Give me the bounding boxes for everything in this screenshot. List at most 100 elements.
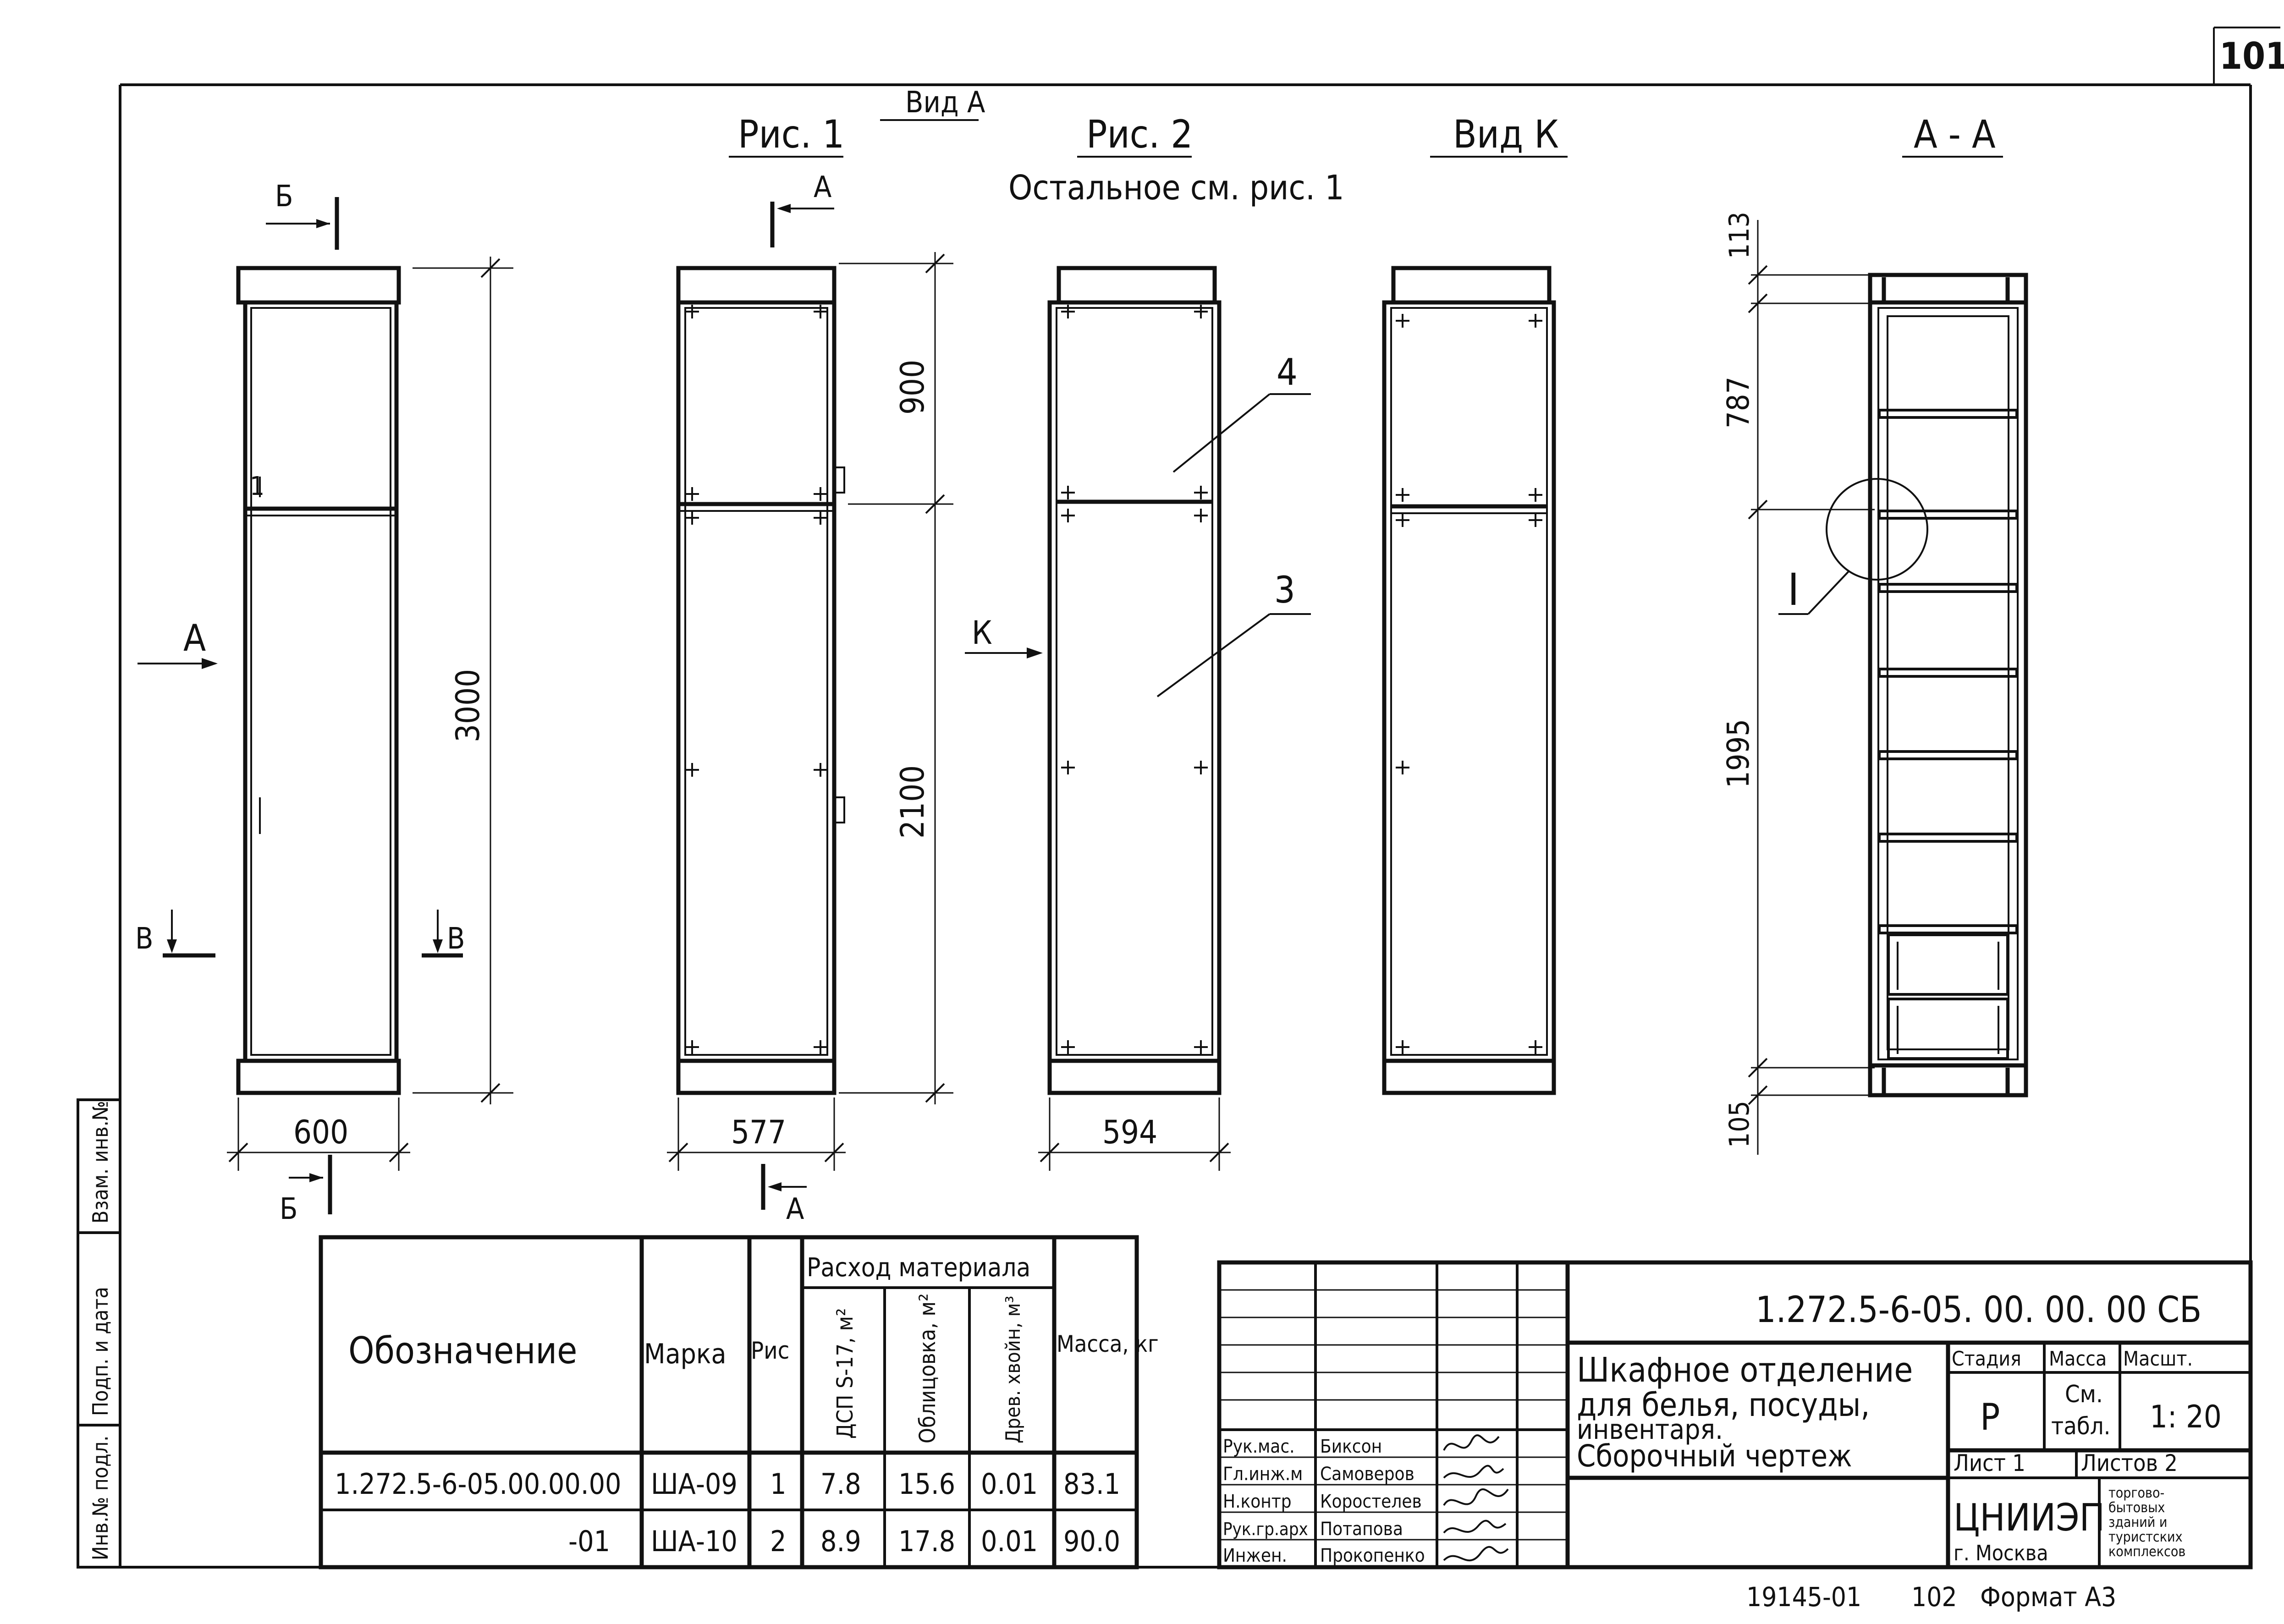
view-k-title: Вид К (1453, 112, 1559, 157)
detail-callout-circle (1778, 478, 1928, 615)
stage-value: Р (1980, 1396, 2000, 1438)
fig2-width-dimension (667, 1097, 846, 1171)
organization-name: ЦНИИЭП (1954, 1496, 2105, 1540)
title-line-3: инвентаря. (1577, 1414, 1723, 1446)
row1-designation: 1.272.5-6-05.00.00.00 (335, 1467, 622, 1501)
item-number-3: 3 (1274, 569, 1295, 611)
view-k-width-value: 594 (1102, 1114, 1157, 1151)
header-facing: Облицовка, м² (915, 1294, 941, 1443)
view-a-arrow-label: А (183, 617, 206, 659)
mass-value-2: табл. (2051, 1413, 2111, 1440)
row2-facing: 17.8 (898, 1525, 955, 1558)
leader-item-3 (1156, 613, 1311, 697)
cut-mark-a-top: А (814, 170, 831, 204)
mass-value-1: См. (2065, 1381, 2103, 1408)
section-top-value: 113 (1723, 212, 1756, 259)
section-aa-drawers (1887, 933, 2009, 1060)
header-fig: Рис (751, 1337, 789, 1365)
sheet-label: Лист 1 (1954, 1450, 2025, 1476)
row2-mass: 90.0 (1063, 1525, 1120, 1558)
fig2-width-value: 577 (731, 1114, 786, 1151)
page-number: 101 (2219, 35, 2284, 77)
door-panel-view (1047, 266, 1222, 1095)
signer-role-3: Н.контр (1223, 1491, 1292, 1512)
row1-facing: 15.6 (898, 1467, 955, 1501)
fig2-height-dimensions (839, 252, 953, 1104)
scale-value: 1: 20 (2150, 1399, 2222, 1435)
stamp-signature-date: Подп. и дата (88, 1287, 113, 1416)
cut-v-right (422, 910, 463, 958)
signer-name-4: Потапова (1320, 1519, 1403, 1540)
org-desc-5: комплексов (2108, 1544, 2185, 1560)
stamp-inventory-original: Инв.№ подл. (88, 1436, 113, 1560)
org-desc-3: зданий и (2108, 1514, 2167, 1531)
section-aa-shelves (1878, 409, 2018, 934)
shelf-2 (1878, 510, 2018, 520)
view-k-arrow-label: К (972, 614, 992, 652)
row1-fig: 1 (770, 1467, 786, 1501)
stamp-replacement-inventory: Взам. инв.№ (88, 1101, 113, 1223)
signatures (1443, 1434, 1509, 1562)
view-a-arrow (138, 658, 218, 669)
title-block-grid (1217, 1260, 2253, 1569)
organization-city: г. Москва (1954, 1541, 2048, 1565)
fig1-cut-b-top (266, 197, 339, 250)
shelf-3 (1878, 583, 2018, 593)
fig2-cut-a-bottom (761, 1164, 807, 1210)
door-panel-width-dimension (1038, 1097, 1231, 1171)
signer-name-3: Коростелев (1320, 1491, 1422, 1512)
mass-label: Масса (2049, 1347, 2107, 1371)
item-number-4: 4 (1277, 351, 1298, 394)
header-mark: Марка (644, 1338, 726, 1370)
footer-format: Формат А3 (1980, 1581, 2116, 1613)
shelf-6 (1878, 833, 2018, 843)
view-a-label: Вид А (905, 86, 985, 120)
signer-role-1: Рук.мас. (1223, 1436, 1295, 1457)
row1-wood: 0.01 (981, 1467, 1038, 1501)
section-bottom-value: 105 (1723, 1101, 1756, 1148)
spec-table-grid (319, 1235, 1139, 1569)
row2-mark: ША-10 (651, 1525, 737, 1558)
fig1-cabinet (236, 266, 401, 1095)
header-materials-group: Расход материала (807, 1253, 1030, 1283)
side-stamp-column (77, 1098, 121, 1569)
fig2-upper-value: 900 (894, 360, 931, 415)
cut-mark-a-bottom: А (786, 1192, 804, 1226)
fig2-cut-a-top (770, 202, 834, 247)
document-code: 1.272.5-6-05. 00. 00. 00 СБ (1756, 1289, 2201, 1331)
shelf-5 (1878, 750, 2018, 760)
shelf-7 (1878, 924, 2018, 934)
fig1-door-number: 1 (250, 472, 264, 501)
row1-mark: ША-09 (651, 1467, 737, 1501)
fig1-cut-b-bottom (289, 1155, 332, 1214)
fig1-height-dimension (413, 257, 513, 1104)
fig2-fastener-marks (685, 305, 827, 1054)
view-k-cabinet (1382, 266, 1556, 1095)
row2-wood: 0.01 (981, 1525, 1038, 1558)
fig2-cabinet (676, 266, 845, 1095)
sheets-label: Листов 2 (2081, 1450, 2178, 1476)
stage-label: Стадия (1952, 1347, 2021, 1371)
fig1-height-value: 3000 (449, 669, 487, 742)
row1-mass: 83.1 (1063, 1467, 1120, 1501)
footer-archive-number: 19145-01 (1746, 1581, 1861, 1613)
signer-name-1: Биксон (1320, 1436, 1382, 1457)
title-line-1: Шкафное отделение (1577, 1350, 1913, 1390)
fig2-lower-value: 2100 (894, 765, 931, 839)
signer-role-2: Гл.инж.м (1223, 1464, 1303, 1485)
row2-fig: 2 (770, 1525, 786, 1558)
header-dsp: ДСП S-17, м² (832, 1308, 858, 1439)
org-desc-4: туристских (2108, 1529, 2183, 1545)
section-aa-cabinet (1868, 273, 2028, 1097)
signer-name-5: Прокопенко (1320, 1545, 1425, 1566)
shelf-4 (1878, 668, 2018, 678)
section-lower-value: 1995 (1721, 719, 1756, 788)
section-title: А - А (1914, 112, 1996, 157)
signer-name-2: Самоверов (1320, 1464, 1414, 1485)
header-designation: Обозначение (348, 1329, 577, 1372)
header-mass: Масса, кг (1057, 1331, 1159, 1357)
shelf-1 (1878, 409, 2018, 419)
footer-page: 102 (1911, 1581, 1957, 1613)
fig1-width-dimension (227, 1097, 410, 1171)
row2-dsp: 8.9 (820, 1525, 861, 1558)
